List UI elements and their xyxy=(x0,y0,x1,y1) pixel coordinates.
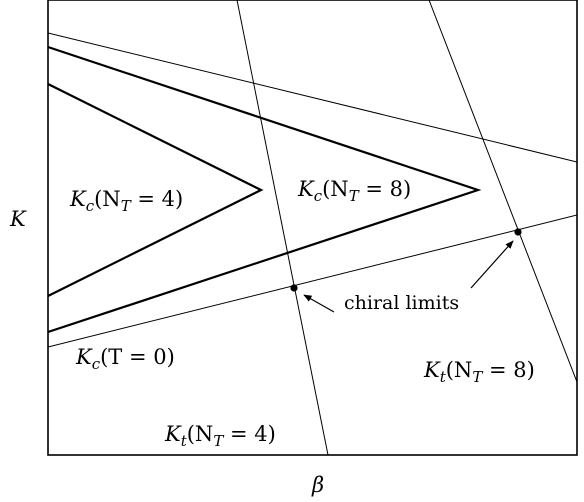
upper-thin-line xyxy=(48,32,577,163)
label-kc-nt8: Kc(NT = 8) xyxy=(297,177,411,205)
kt-nt8-line xyxy=(428,0,577,383)
label-kc-t0: Kc(T = 0) xyxy=(75,345,175,373)
label-kc-nt4: Kc(NT = 4) xyxy=(69,187,183,215)
chiral-arrow-nt8 xyxy=(470,240,514,289)
kt-nt4-line xyxy=(236,0,329,455)
label-chiral-limits: chiral limits xyxy=(344,292,459,314)
chiral-point-nt4 xyxy=(290,284,298,292)
kc-nt8-curve xyxy=(48,45,482,334)
plot-frame xyxy=(47,0,578,456)
chiral-point-nt8 xyxy=(514,228,522,236)
label-kt-nt8: Kt(NT = 8) xyxy=(423,358,535,386)
kc-t0-line xyxy=(48,214,577,348)
label-kt-nt4: Kt(NT = 4) xyxy=(164,422,276,450)
x-axis-label: β xyxy=(311,473,324,497)
y-axis-label: K xyxy=(9,207,27,231)
chiral-arrow-nt4 xyxy=(303,294,335,313)
kc-nt4-curve xyxy=(48,83,264,297)
